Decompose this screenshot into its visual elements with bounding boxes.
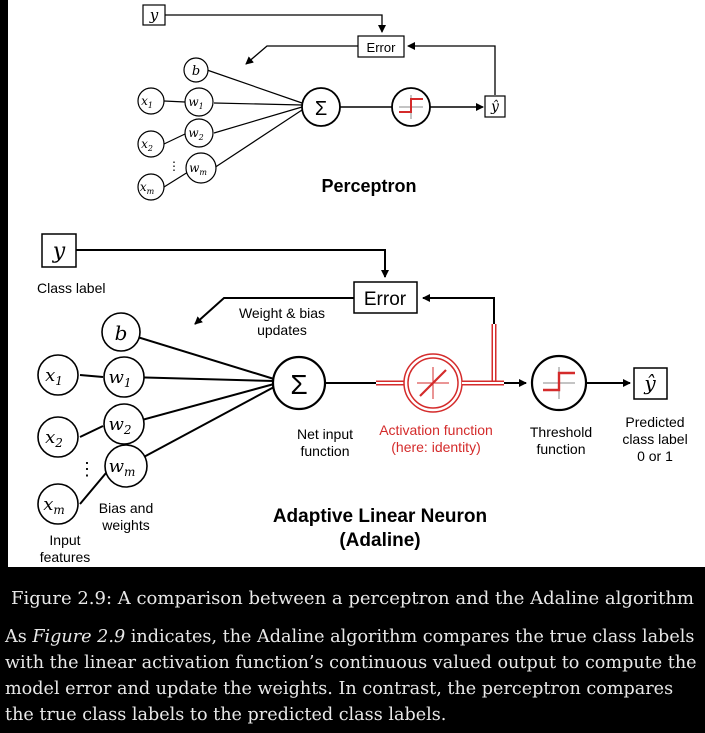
perceptron-x1-node bbox=[137, 87, 165, 115]
perceptron-xm-label: xm bbox=[140, 180, 155, 196]
adaline-xm-node bbox=[37, 483, 79, 525]
adaline-update-arrow bbox=[194, 297, 354, 325]
adaline-predicted-label-2: class label bbox=[622, 431, 687, 447]
perceptron-w1-label: w1 bbox=[188, 95, 203, 111]
adaline-title-1: Adaptive Linear Neuron bbox=[273, 506, 487, 527]
perceptron-w2-node bbox=[184, 118, 214, 148]
adaline-error-label: Error bbox=[364, 289, 407, 310]
perceptron-bias-node bbox=[183, 57, 209, 83]
adaline-wm-node bbox=[104, 444, 148, 488]
adaline-identity-icon bbox=[417, 367, 449, 399]
perceptron-sigma-label: Σ bbox=[315, 98, 327, 120]
adaline-w2-node bbox=[103, 403, 145, 445]
adaline-activation-label-2: (here: identity) bbox=[391, 439, 480, 455]
perceptron-b-label: b bbox=[192, 64, 200, 79]
figure-caption: Figure 2.9: A comparison between a perce… bbox=[11, 588, 694, 609]
adaline-ellipsis: ⋮ bbox=[78, 459, 96, 479]
adaline-updates-label-2: updates bbox=[257, 322, 307, 338]
perceptron-yhat-label: ŷ bbox=[490, 98, 500, 115]
perceptron-connections bbox=[163, 69, 303, 188]
adaline-xm-label: xm bbox=[43, 494, 65, 517]
adaline-title-2: (Adaline) bbox=[339, 530, 420, 551]
paragraph-part-1: As bbox=[5, 627, 33, 647]
adaline-threshold-icon bbox=[543, 367, 575, 399]
adaline-b-label: b bbox=[115, 321, 128, 345]
perceptron-title: Perceptron bbox=[321, 176, 416, 196]
adaline-class-label: Class label bbox=[37, 280, 105, 296]
adaline-y-to-error-arrow bbox=[76, 249, 389, 278]
perceptron-threshold-icon bbox=[399, 95, 423, 119]
adaline-updates-label-1: Weight & bias bbox=[239, 305, 325, 321]
adaline-predicted-label-3: 0 or 1 bbox=[637, 448, 673, 464]
adaline-w2-label: w2 bbox=[108, 414, 131, 437]
adaline-bias-weights-label-1: Bias and bbox=[99, 500, 153, 516]
perceptron-x1-label: x1 bbox=[141, 94, 153, 110]
adaline-threshold-label-2: function bbox=[536, 441, 585, 457]
perceptron-x2-label: x2 bbox=[141, 137, 153, 153]
perceptron-wm-label: wm bbox=[189, 161, 207, 177]
adaline-net-input-label-2: function bbox=[300, 443, 349, 459]
perceptron-x2-node bbox=[137, 130, 165, 158]
perceptron-error-label: Error bbox=[367, 40, 397, 55]
figure-image: y Error b x1 x2 ⋮ xm w1 w2 bbox=[8, 0, 705, 567]
adaline-net-input-label-1: Net input bbox=[297, 426, 353, 442]
adaline-diagram: y Class label Error Weight & bias update… bbox=[37, 233, 688, 565]
adaline-w1-label: w1 bbox=[108, 367, 131, 390]
body-paragraph: As Figure 2.9 indicates, the Adaline alg… bbox=[5, 624, 705, 728]
perceptron-w1-node bbox=[184, 87, 214, 117]
perceptron-yhat-box bbox=[484, 95, 506, 118]
adaline-input-features-label-1: Input bbox=[49, 532, 80, 548]
adaline-threshold-label-1: Threshold bbox=[530, 424, 592, 440]
perceptron-update-arrow bbox=[245, 45, 358, 65]
adaline-input-features-label-2: features bbox=[40, 549, 91, 565]
adaline-bias-weights-label-2: weights bbox=[101, 517, 149, 533]
adaline-x2-label: x2 bbox=[45, 427, 63, 450]
perceptron-xm-node bbox=[137, 173, 165, 201]
perceptron-diagram: y Error b x1 x2 ⋮ xm w1 w2 bbox=[137, 4, 506, 201]
adaline-yhat-box bbox=[633, 367, 668, 400]
adaline-sigma-label: Σ bbox=[290, 369, 307, 400]
adaline-yhat-label: ŷ bbox=[643, 371, 656, 395]
adaline-activation-label-1: Activation function bbox=[379, 422, 493, 438]
adaline-x1-label: x1 bbox=[45, 365, 63, 388]
adaline-predicted-label-1: Predicted bbox=[625, 414, 684, 430]
perceptron-feedback-arrow bbox=[407, 42, 496, 95]
perceptron-y-label: y bbox=[149, 6, 159, 24]
perceptron-y-to-error-arrow bbox=[165, 14, 386, 33]
adaline-y-label: y bbox=[52, 239, 66, 264]
perceptron-w2-label: w2 bbox=[188, 126, 203, 142]
adaline-w1-node bbox=[103, 356, 145, 398]
figure-reference: Figure 2.9 bbox=[32, 627, 126, 647]
adaline-x2-node bbox=[37, 416, 79, 458]
perceptron-wm-node bbox=[185, 152, 217, 184]
paragraph-part-2: indicates, the Adaline algorithm compare… bbox=[5, 627, 697, 725]
adaline-y-box bbox=[41, 233, 77, 268]
adaline-error-box bbox=[353, 281, 418, 314]
adaline-x1-node bbox=[37, 354, 79, 396]
adaline-bias-node bbox=[101, 312, 141, 352]
adaline-wm-label: wm bbox=[109, 456, 136, 479]
adaline-connections bbox=[79, 331, 275, 505]
adaline-feedback-arrow bbox=[422, 294, 495, 324]
perceptron-ellipsis: ⋮ bbox=[168, 159, 180, 173]
